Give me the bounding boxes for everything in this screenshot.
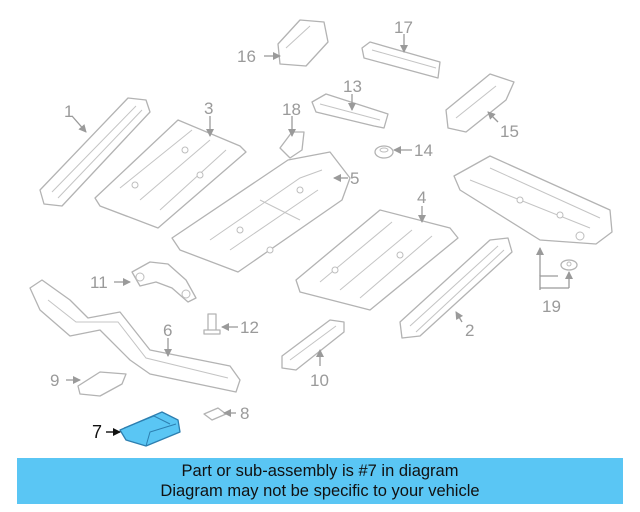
part-9-bracket: [77, 371, 127, 397]
part-19-clip: [560, 259, 578, 271]
callout-3: 3: [204, 99, 213, 118]
callout-2: 2: [465, 321, 474, 340]
callout-6: 6: [163, 321, 172, 340]
part-7-reinforcement-highlighted: [119, 411, 181, 447]
part-17-beam: [361, 41, 441, 79]
callout-19: 19: [542, 297, 561, 316]
callout-18: 18: [282, 100, 301, 119]
info-banner: Part or sub-assembly is #7 in diagram Di…: [17, 458, 623, 504]
banner-line-part-number: Part or sub-assembly is #7 in diagram: [181, 462, 459, 480]
callout-17: 17: [394, 18, 413, 37]
part-4-rear-floor: [295, 209, 459, 311]
callout-5: 5: [350, 169, 359, 188]
part-15-bracket: [445, 73, 515, 133]
callout-7-highlighted: 7: [92, 422, 102, 442]
part-5-center-floor: [171, 151, 351, 273]
callout-9: 9: [50, 371, 59, 390]
part-2-rail: [399, 237, 513, 339]
leader-lines: [66, 34, 573, 436]
callout-11: 11: [90, 273, 108, 292]
part-16-block: [277, 19, 329, 67]
part-19-rear-panel: [453, 155, 613, 245]
part-10-small-rail: [281, 319, 345, 371]
part-12-bolt: [203, 313, 221, 335]
callout-labels: 1 3 16 17 13 18 14 15 5 4 11 12 6 9 8 10…: [50, 18, 561, 442]
callout-14: 14: [414, 141, 433, 160]
part-8-block: [203, 407, 227, 421]
callout-8: 8: [240, 404, 249, 423]
banner-line-disclaimer: Diagram may not be specific to your vehi…: [160, 482, 480, 500]
callout-13: 13: [343, 77, 362, 96]
part-11-bracket: [131, 261, 197, 303]
callout-4: 4: [417, 188, 426, 207]
part-13-bracket: [311, 93, 389, 129]
part-1-rail: [39, 97, 151, 207]
callout-12: 12: [240, 318, 259, 337]
part-14-plug: [374, 145, 394, 159]
part-3-floor-pan: [94, 119, 247, 229]
callout-16: 16: [237, 47, 256, 66]
part-6-lower-rail: [29, 279, 241, 393]
callout-10: 10: [310, 371, 329, 390]
callout-15: 15: [500, 122, 519, 141]
callout-1: 1: [64, 102, 73, 121]
